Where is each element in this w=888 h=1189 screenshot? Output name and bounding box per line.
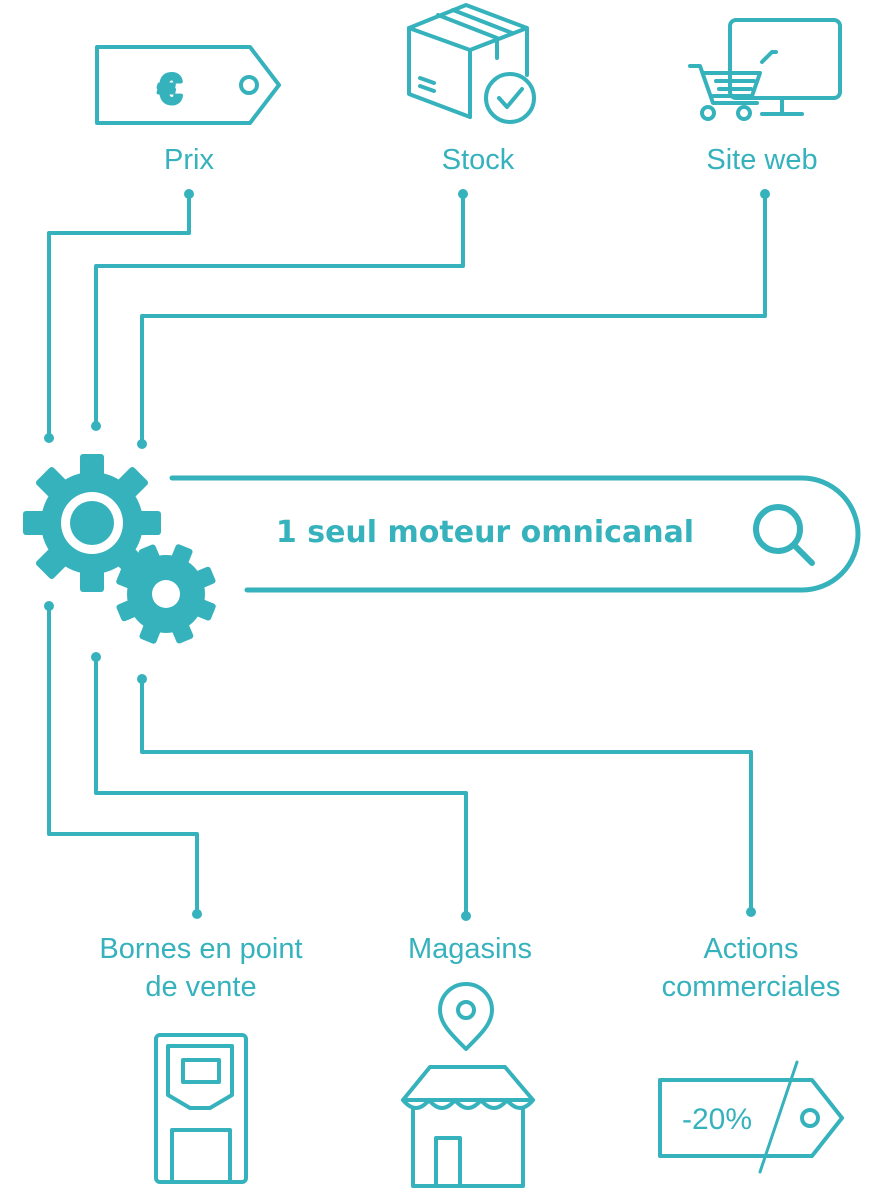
euro-symbol: € xyxy=(158,65,181,112)
connector-stock xyxy=(94,193,465,427)
label-actions-line1: Actions xyxy=(703,933,798,965)
dot-gear-1 xyxy=(44,433,54,443)
price-tag-euro-icon xyxy=(95,45,281,125)
dot-gear-2 xyxy=(91,421,101,431)
promo-value: -20% xyxy=(682,1103,752,1136)
dot-gear-3 xyxy=(137,439,147,449)
box-check-icon xyxy=(407,3,536,124)
dot-actions xyxy=(746,907,756,917)
dot-magasins xyxy=(461,911,471,921)
search-icon xyxy=(753,504,815,566)
dot-gear-6 xyxy=(137,674,147,684)
label-bornes-line2: de vente xyxy=(145,971,256,1003)
center-title: 1 seul moteur omnicanal xyxy=(276,515,694,550)
connector-magasins xyxy=(94,655,468,917)
kiosk-icon xyxy=(154,1033,248,1184)
label-magasins: Magasins xyxy=(408,933,532,965)
connector-site-web xyxy=(140,193,767,445)
cart-monitor-icon xyxy=(688,18,842,121)
dot-site-web xyxy=(760,189,770,199)
search-bar xyxy=(169,475,861,593)
dot-gear-5 xyxy=(91,652,101,662)
store-pin-icon xyxy=(401,982,535,1188)
connector-actions xyxy=(140,677,753,913)
label-prix: Prix xyxy=(164,144,214,176)
connector-prix xyxy=(47,193,191,439)
label-actions-line2: commerciales xyxy=(662,971,841,1003)
dot-bornes xyxy=(192,909,202,919)
dot-stock xyxy=(458,189,468,199)
connector-dots xyxy=(44,189,770,921)
label-bornes-line1: Bornes en point xyxy=(99,933,302,965)
label-site-web: Site web xyxy=(706,144,817,176)
discount-tag-icon xyxy=(658,1060,844,1174)
connector-bornes xyxy=(47,604,199,915)
gears-icon xyxy=(23,454,216,644)
label-stock: Stock xyxy=(442,144,515,176)
dot-gear-4 xyxy=(44,601,54,611)
dot-prix xyxy=(184,189,194,199)
